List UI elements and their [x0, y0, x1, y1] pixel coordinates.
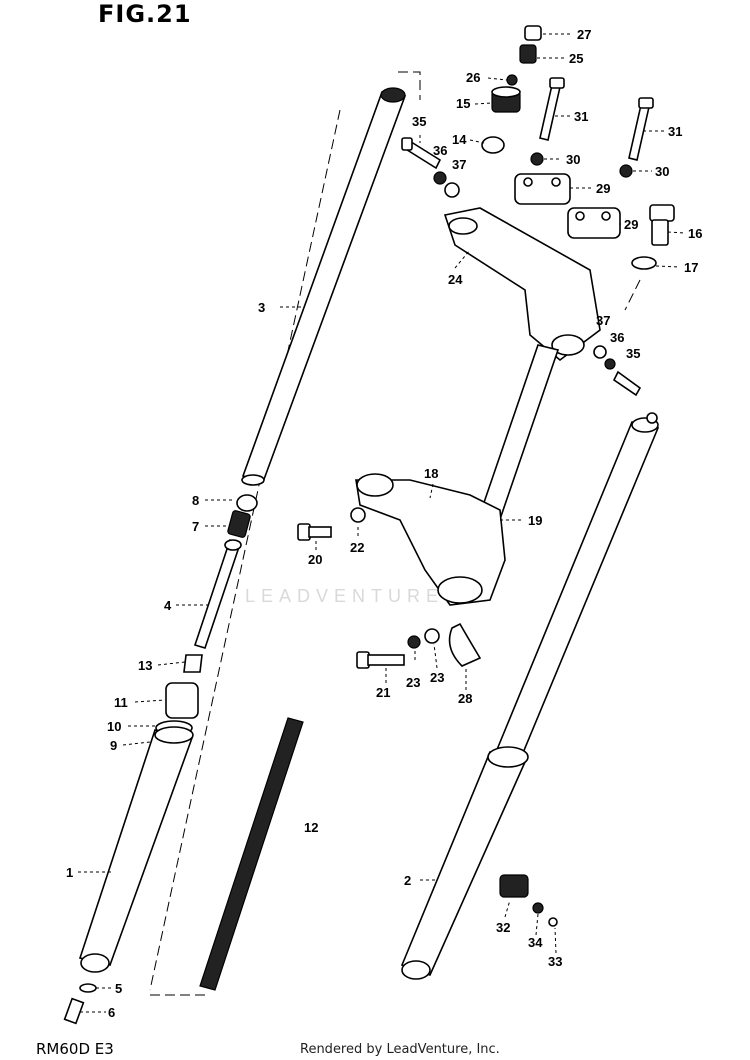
render-credit: Rendered by LeadVenture, Inc.: [300, 1042, 500, 1057]
part-small-spring: [227, 510, 251, 538]
callout-27: 26: [466, 70, 480, 85]
callout-30: 30: [566, 152, 580, 167]
part-washer: [79, 983, 97, 993]
part-washer: [631, 256, 657, 270]
part-screw-cap: [524, 25, 542, 41]
callout-14: 14: [452, 132, 467, 147]
part-rod-end: [183, 654, 203, 673]
assembly-line: [149, 109, 341, 991]
callout-19: 19: [528, 513, 542, 528]
callout-23: 23: [406, 675, 420, 690]
callouts: 3 8 7 4 13 11 10 9 1 5 6 12 2 27 25 26 1…: [66, 27, 702, 1020]
callout-15: 15: [456, 96, 470, 111]
part-o-ring: [506, 74, 518, 86]
assembly-line: [398, 71, 421, 100]
callout-20: 20: [308, 552, 322, 567]
callout-11: 11: [114, 695, 128, 710]
callout-36: 36: [433, 143, 447, 158]
part-handlebar-holder: [567, 207, 621, 239]
callout-25: 24: [448, 272, 463, 287]
part-fork-leg-right: [400, 412, 660, 980]
callout-3: 3: [258, 300, 265, 315]
part-screw: [519, 44, 537, 64]
callout-21: 28: [458, 691, 472, 706]
callout-6: 6: [108, 1005, 115, 1020]
callout-33: 33: [548, 954, 562, 969]
callout-37: 37: [452, 157, 466, 172]
part-fork-cap-bolt: [491, 86, 521, 113]
part-bolt: [356, 651, 405, 669]
callout-10: 10: [107, 719, 121, 734]
callout-29: 29: [596, 181, 610, 196]
part-bolt: [297, 523, 332, 541]
part-upper-bracket: [443, 207, 601, 362]
part-handlebar-bolt: [539, 77, 565, 141]
part-nut: [548, 917, 558, 927]
callout-12: 12: [304, 820, 318, 835]
callout-31: 31: [574, 109, 588, 124]
callout-8: 8: [192, 493, 199, 508]
part-washer: [444, 182, 460, 198]
part-washer: [424, 628, 440, 644]
callout-32: 32: [496, 920, 510, 935]
callout-1: 1: [66, 865, 73, 880]
leader-lines: [78, 33, 685, 1013]
callout-37: 37: [596, 313, 610, 328]
part-fork-spring: [199, 717, 304, 991]
callout-29: 29: [624, 217, 638, 232]
callout-9: 9: [110, 738, 117, 753]
part-cable-guide: [448, 622, 482, 667]
callout-36: 36: [610, 330, 624, 345]
part-drain-bolt: [63, 997, 85, 1025]
part-handlebar-bolt: [628, 97, 654, 161]
callout-31: 31: [668, 124, 682, 139]
callout-30: 30: [655, 164, 669, 179]
callout-24: 23: [430, 670, 444, 685]
part-handlebar-holder: [514, 173, 571, 205]
part-nut: [530, 152, 544, 166]
figure-title: FIG.21: [98, 0, 192, 28]
callout-17: 17: [684, 260, 698, 275]
assembly-line: [624, 279, 641, 311]
callout-13: 13: [138, 658, 152, 673]
part-stem-bolt: [649, 204, 675, 246]
callout-35: 35: [626, 346, 640, 361]
callout-4: 4: [164, 598, 172, 613]
part-spring-washer: [532, 902, 544, 914]
part-pinch-bolt: [612, 370, 642, 397]
part-pinch-bolt: [401, 137, 442, 170]
part-spring-washer: [433, 171, 447, 185]
callout-35: 35: [412, 114, 426, 129]
model-code: RM60D E3: [36, 1040, 114, 1058]
watermark-text: LEADVENTURE: [245, 586, 444, 606]
part-lower-bracket: [355, 473, 506, 606]
callout-7: 7: [192, 519, 199, 534]
callout-26: 25: [569, 51, 583, 66]
callout-22: 21: [376, 685, 390, 700]
callout-18: 18: [424, 466, 438, 481]
part-nut: [619, 164, 633, 178]
callout-23: 22: [350, 540, 364, 555]
part-ring: [481, 136, 505, 154]
callout-2: 2: [404, 873, 411, 888]
part-spring-washer: [407, 635, 421, 649]
part-steering-stem: [476, 344, 560, 526]
part-axle-holder: [499, 874, 529, 898]
part-washer: [593, 345, 607, 359]
part-inner-tube-left: [241, 87, 407, 486]
callout-34: 34: [528, 935, 543, 950]
callout-5: 5: [115, 981, 122, 996]
part-washer: [350, 507, 366, 523]
part-seal-holder: [165, 682, 199, 719]
part-outer-tube-left: [78, 726, 194, 973]
part-cap: [236, 494, 258, 512]
callout-28: 27: [577, 27, 591, 42]
part-damper-rod: [193, 538, 242, 649]
callout-16: 16: [688, 226, 702, 241]
part-spring-washer: [604, 358, 616, 370]
